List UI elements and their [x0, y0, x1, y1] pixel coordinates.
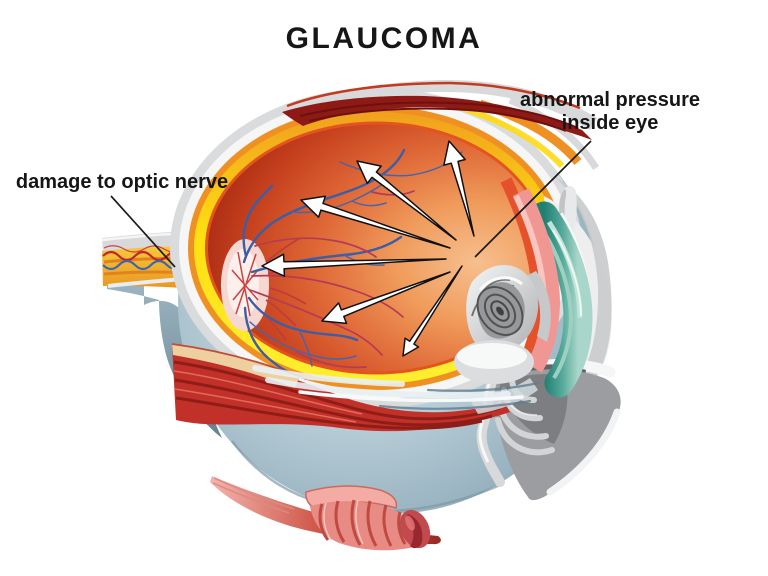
- optic-disc-vessels: [231, 251, 259, 317]
- lens-capsule-highlight: [478, 276, 523, 292]
- top-right-yellow-edge: [461, 105, 565, 169]
- lower-muscles: [210, 476, 441, 551]
- figure-title: GLAUCOMA: [285, 22, 483, 55]
- label-damage-optic-nerve: damage to optic nerve: [15, 171, 229, 193]
- pressure-arrow-up: [443, 140, 475, 237]
- lens-arm: [526, 271, 551, 342]
- teal-highlight-3: [552, 229, 582, 317]
- label-abnormal-pressure: abnormal pressure inside eye: [500, 89, 720, 135]
- lens-ring-2: [483, 293, 517, 329]
- inferior-muscle-light-stripes: [173, 370, 363, 423]
- superior-muscle-sheath: [282, 79, 597, 130]
- lens-ring-3: [490, 300, 510, 322]
- folds-bottom-rim: [546, 408, 621, 496]
- inferior-muscle-stripes: [173, 360, 501, 430]
- oblique-cap-shade: [406, 514, 423, 549]
- pressure-leader-line: [474, 140, 592, 258]
- optic-leader-line: [110, 195, 176, 268]
- ciliary-muscle: [529, 201, 593, 398]
- superior-muscle-body: [282, 95, 592, 140]
- superior-muscle-red-line: [286, 81, 581, 110]
- oblique-rib-highlights: [323, 499, 364, 545]
- oblique-ribs: [318, 499, 407, 547]
- pressure-arrow-down: [402, 265, 463, 357]
- pressure-arrow-upleft: [356, 160, 457, 241]
- lens-base-highlight: [457, 343, 527, 369]
- streak-bright: [298, 390, 524, 403]
- leader-lines: [110, 140, 592, 268]
- pressure-arrow-left: [261, 253, 447, 277]
- top-right-gray-edge: [508, 96, 599, 170]
- pink-band: [512, 188, 561, 373]
- lower-ribbon-stripes: [212, 477, 295, 514]
- sphere-streaks: [252, 365, 540, 410]
- pressure-arrow-downleft: [321, 271, 451, 325]
- label-abnormal-pressure-line1: abnormal pressure: [519, 89, 701, 111]
- pressure-arrows: [261, 140, 475, 357]
- pressure-arrow-left-up: [300, 195, 451, 249]
- lens-ring-1: [476, 286, 524, 336]
- lens-core: [496, 306, 504, 316]
- oblique-muscle-body: [310, 501, 424, 551]
- lens: [454, 264, 551, 384]
- streak-dark: [378, 381, 540, 410]
- retina-arteries: [249, 190, 415, 369]
- superior-muscle-stripes: [299, 101, 579, 132]
- streak-light: [252, 365, 511, 399]
- shell-shade: [554, 176, 612, 391]
- oblique-cap-highlight: [405, 515, 415, 531]
- label-abnormal-pressure-line2: inside eye: [561, 112, 659, 134]
- teal-highlight-1: [538, 224, 574, 380]
- superior-muscle: [282, 79, 597, 140]
